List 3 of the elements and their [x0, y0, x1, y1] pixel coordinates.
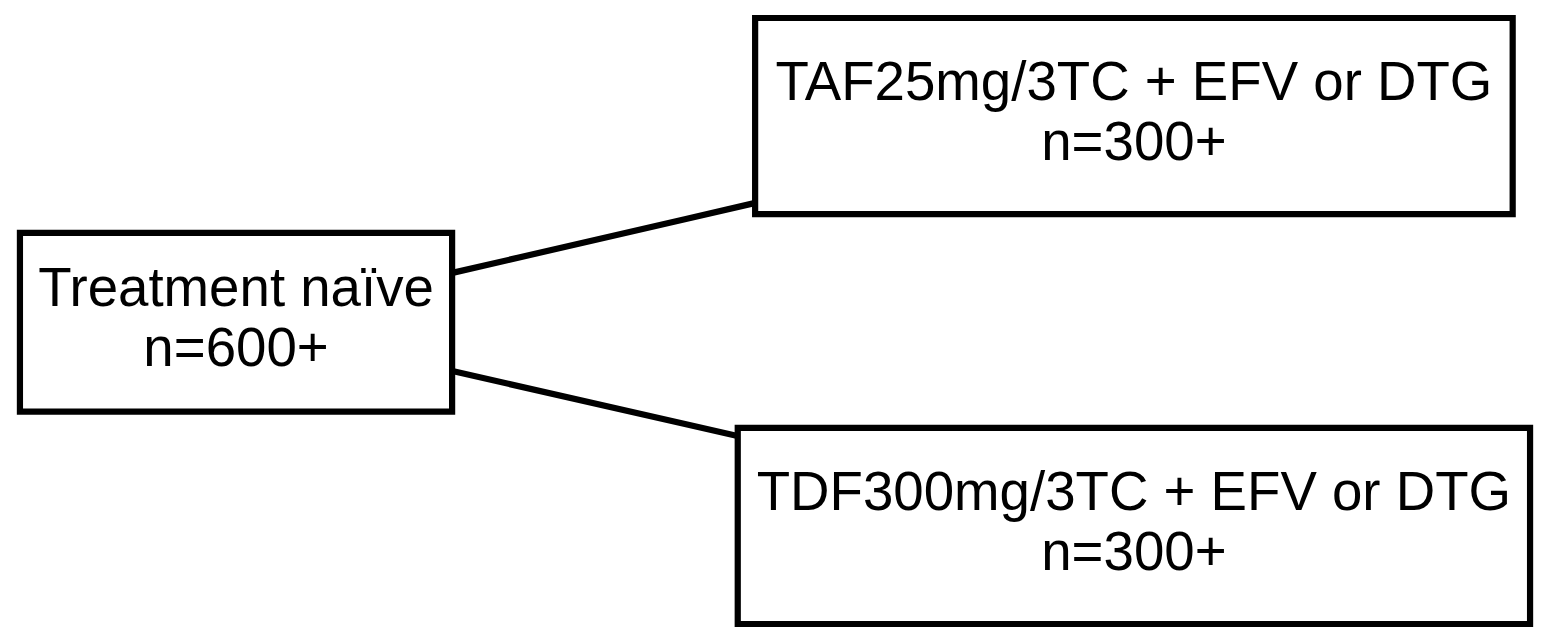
- node-box: TAF25mg/3TC + EFV or DTG n=300+: [752, 14, 1516, 218]
- node-box: Treatment naïve n=600+: [16, 229, 456, 415]
- node-box: TDF300mg/3TC + EFV or DTG n=300+: [734, 424, 1534, 628]
